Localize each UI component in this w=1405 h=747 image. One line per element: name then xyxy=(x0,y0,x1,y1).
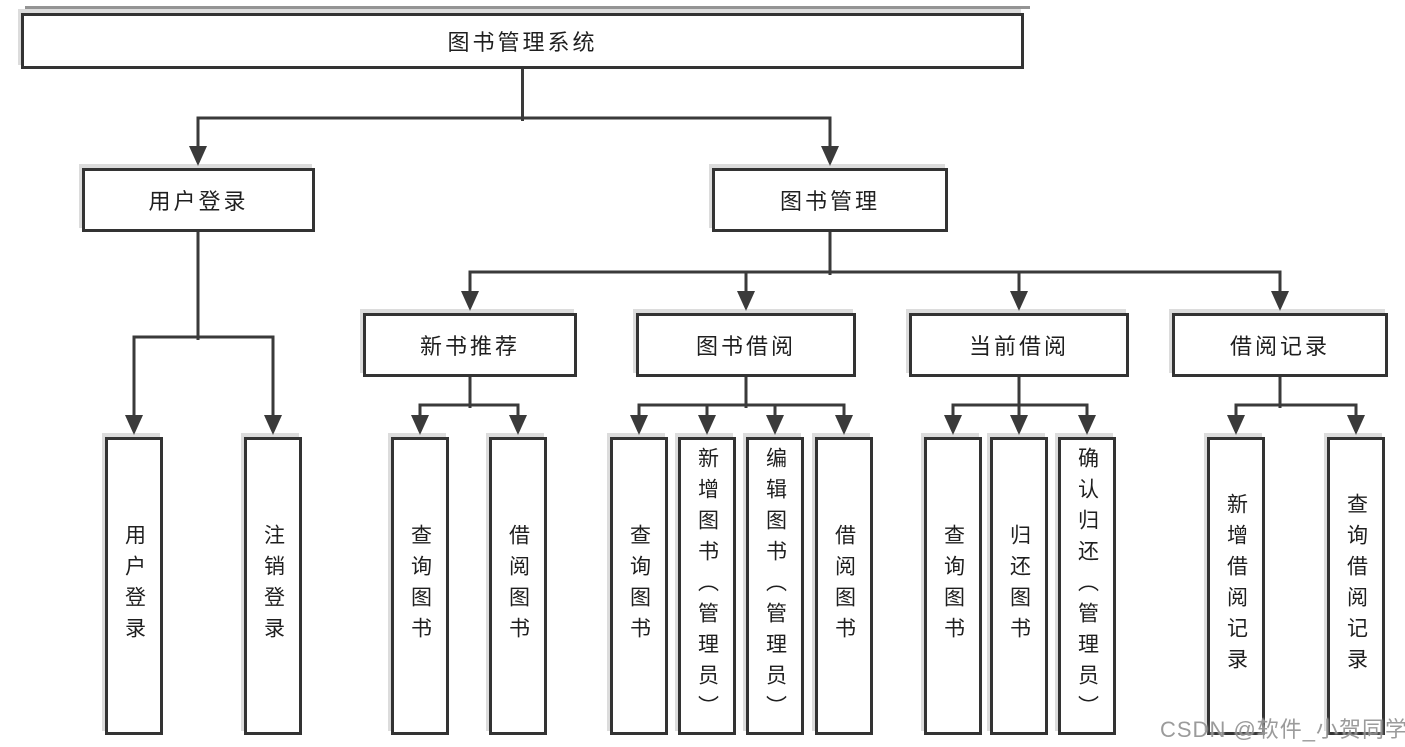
leaf-recommend-borrow-books: 借阅图书 xyxy=(489,437,547,735)
leaf-current-confirm-return-admin-label: 确认归还（管理员） xyxy=(1075,446,1099,726)
connector-user-children xyxy=(125,230,282,435)
node-new-book-recommend: 新书推荐 xyxy=(363,313,577,377)
node-book-management-label: 图书管理 xyxy=(779,189,880,214)
node-current-borrow-label: 当前借阅 xyxy=(968,334,1069,359)
leaf-borrow-query-books-label: 查询图书 xyxy=(627,524,651,648)
leaf-borrow-borrow-books-label: 借阅图书 xyxy=(832,524,856,648)
node-book-management: 图书管理 xyxy=(712,168,948,232)
leaf-recommend-borrow-books-label: 借阅图书 xyxy=(506,524,530,648)
leaf-logout-label: 注销登录 xyxy=(261,524,285,648)
node-current-borrow: 当前借阅 xyxy=(909,313,1129,377)
node-user-login-group: 用户登录 xyxy=(82,168,315,232)
connector-current-children xyxy=(944,375,1096,435)
top-edge-line xyxy=(25,6,1030,9)
leaf-records-query-borrow-record-label: 查询借阅记录 xyxy=(1344,493,1368,679)
leaf-logout: 注销登录 xyxy=(244,437,302,735)
leaf-current-return-books-label: 归还图书 xyxy=(1007,524,1031,648)
leaf-records-add-borrow-record-label: 新增借阅记录 xyxy=(1224,493,1248,679)
watermark-text: CSDN @软件_小贺同学 xyxy=(1160,717,1405,742)
node-book-borrow-label: 图书借阅 xyxy=(695,334,796,359)
leaf-records-add-borrow-record: 新增借阅记录 xyxy=(1207,437,1265,735)
connector-records-children xyxy=(1227,375,1365,435)
leaf-borrow-borrow-books: 借阅图书 xyxy=(815,437,873,735)
node-book-borrow: 图书借阅 xyxy=(636,313,856,377)
node-root: 图书管理系统 xyxy=(21,13,1024,69)
leaf-recommend-query-books: 查询图书 xyxy=(391,437,449,735)
leaf-borrow-add-books-admin-label: 新增图书（管理员） xyxy=(695,446,719,726)
leaf-records-query-borrow-record: 查询借阅记录 xyxy=(1327,437,1385,735)
leaf-user-login: 用户登录 xyxy=(105,437,163,735)
leaf-borrow-edit-books-admin: 编辑图书（管理员） xyxy=(746,437,804,735)
leaf-borrow-edit-books-admin-label: 编辑图书（管理员） xyxy=(763,446,787,726)
leaf-borrow-add-books-admin: 新增图书（管理员） xyxy=(678,437,736,735)
connector-borrow-children xyxy=(630,375,853,435)
connector-root-level2 xyxy=(189,67,839,166)
leaf-borrow-query-books: 查询图书 xyxy=(610,437,668,735)
node-borrow-records: 借阅记录 xyxy=(1172,313,1388,377)
node-new-book-recommend-label: 新书推荐 xyxy=(419,334,520,359)
leaf-recommend-query-books-label: 查询图书 xyxy=(408,524,432,648)
leaf-current-query-books: 查询图书 xyxy=(924,437,982,735)
node-user-login-group-label: 用户登录 xyxy=(148,189,249,214)
connector-book-sections xyxy=(461,230,1289,311)
node-root-label: 图书管理系统 xyxy=(447,30,598,55)
node-borrow-records-label: 借阅记录 xyxy=(1229,334,1330,359)
connector-recommend-children xyxy=(411,375,527,435)
leaf-current-query-books-label: 查询图书 xyxy=(941,524,965,648)
leaf-current-confirm-return-admin: 确认归还（管理员） xyxy=(1058,437,1116,735)
leaf-user-login-label: 用户登录 xyxy=(122,524,146,648)
leaf-current-return-books: 归还图书 xyxy=(990,437,1048,735)
